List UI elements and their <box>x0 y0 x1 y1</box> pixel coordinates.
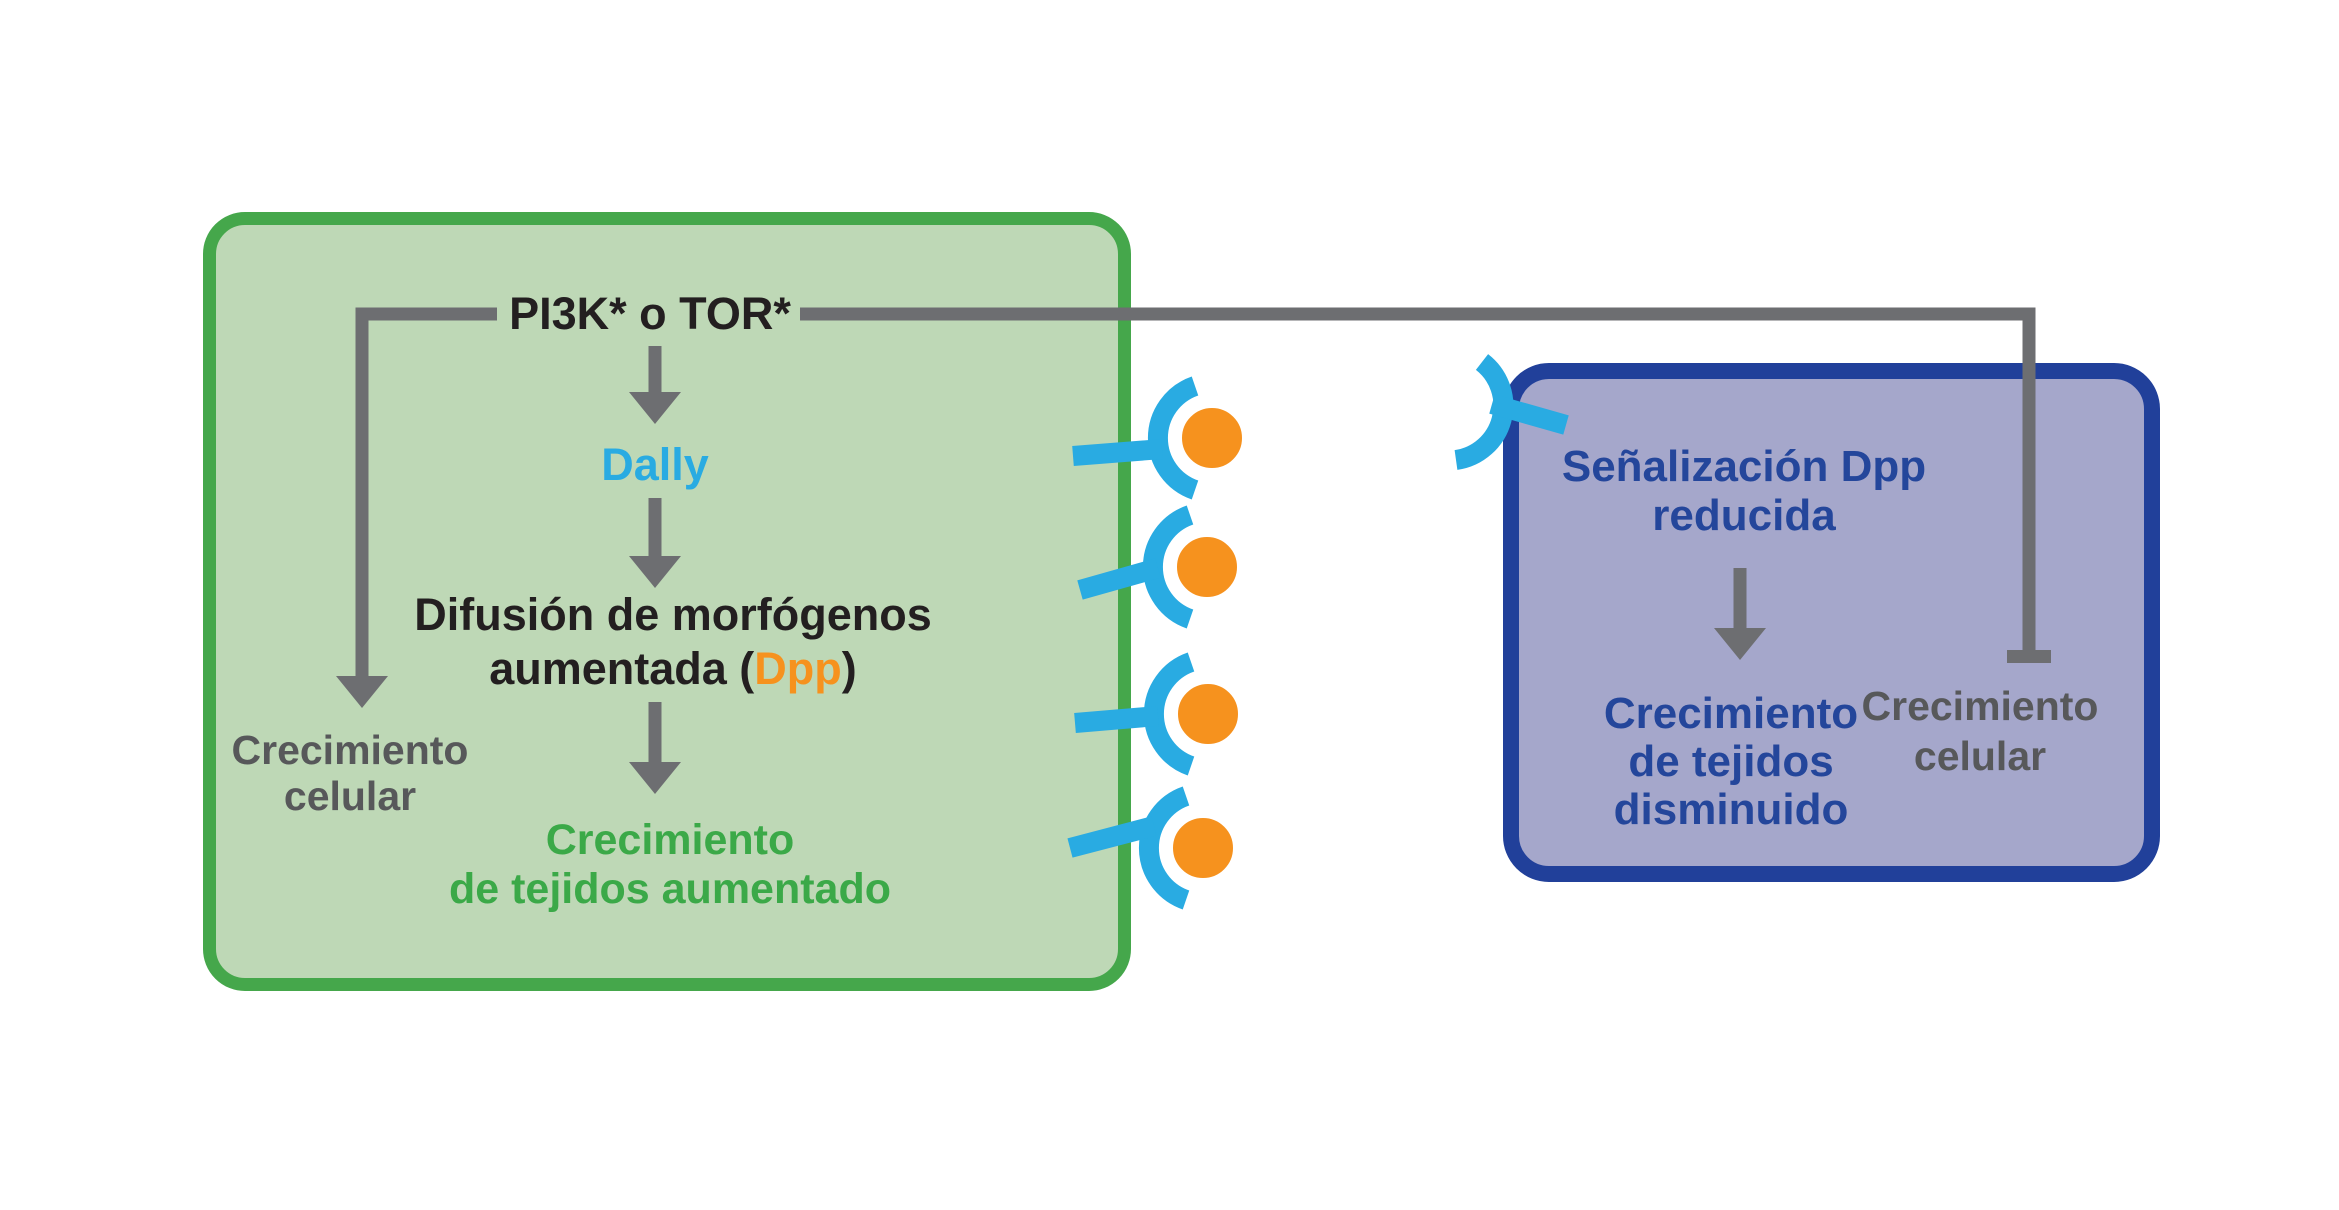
dpp-signaling-line2: reducida <box>1652 491 1836 540</box>
down-arrowhead-icon <box>629 762 681 794</box>
cell-growth-blue-line1: Crecimiento <box>1861 683 2099 729</box>
tissue-growth-increased-line2: de tejidos aumentado <box>448 865 891 913</box>
dpp-morphogen-icon <box>1169 529 1245 605</box>
connector-line-inhibition <box>800 307 2036 650</box>
morphogen-diffusion-line1: Difusión de morfógenos <box>414 589 932 640</box>
connector-line-left-branch <box>355 307 497 676</box>
cell-growth-blue-line2: celular <box>1913 733 2047 779</box>
receptor-crescent <box>1147 376 1199 500</box>
morphogen-diffusion-line2: aumentada (Dpp) <box>363 642 983 696</box>
morphogen-diffusion-line2-prefix: aumentada ( <box>489 643 755 694</box>
tissue-growth-decreased-line2: de tejidos <box>1628 737 1834 786</box>
neighbor-cell-blue <box>1503 363 2160 882</box>
tissue-growth-decreased-line3: disminuido <box>1613 785 1849 834</box>
receptor-stem <box>1077 558 1161 600</box>
receptor-stem <box>1072 439 1163 466</box>
dpp-label: Dpp <box>754 643 842 694</box>
dally-receptor-icon <box>1072 376 1199 500</box>
cell-growth-label-green: Crecimiento celular <box>170 727 530 819</box>
receptor-crescent <box>1138 786 1190 910</box>
dally-receptor-icon <box>1077 505 1194 629</box>
dpp-morphogen-icon <box>1170 676 1246 752</box>
tissue-growth-increased-line1: Crecimiento <box>545 816 795 864</box>
dally-label: Dally <box>601 439 709 490</box>
empty-receptor-icon <box>1454 354 1569 470</box>
receptor-crescent <box>1454 354 1514 470</box>
tissue-growth-decreased-label: Crecimiento de tejidos disminuido <box>1531 690 1931 834</box>
cell-growth-green-line1: Crecimiento <box>231 727 469 773</box>
dpp-signaling-reduced-label: Señalización Dpp reducida <box>1524 442 1964 540</box>
dally-receptor-icon <box>1067 786 1190 910</box>
receptor-stem <box>1067 816 1157 858</box>
tissue-growth-increased-label: Crecimiento de tejidos aumentado <box>370 816 970 914</box>
dpp-morphogen-icon <box>1165 810 1241 886</box>
receptor-stem <box>1074 706 1159 733</box>
morphogen-diffusion-label: Difusión de morfógenos aumentada (Dpp) <box>363 588 983 696</box>
receptor-stem <box>1489 394 1569 435</box>
down-arrowhead-icon <box>336 676 388 708</box>
pi3k-tor-label: PI3K* o TOR* <box>509 288 791 339</box>
down-arrowhead-icon <box>1714 628 1766 660</box>
tissue-growth-decreased-line1: Crecimiento <box>1603 689 1859 738</box>
dpp-signaling-line1: Señalización Dpp <box>1561 442 1927 491</box>
down-arrowhead-icon <box>629 556 681 588</box>
dpp-morphogen-icon <box>1174 400 1250 476</box>
inhibition-tbar-icon <box>2007 650 2051 663</box>
dally-receptor-icon <box>1074 652 1195 776</box>
morphogen-diffusion-line2-suffix: ) <box>841 643 857 694</box>
cell-growth-green-line2: celular <box>283 773 417 819</box>
cell-growth-label-blue: Crecimiento celular <box>1800 681 2160 781</box>
down-arrowhead-icon <box>629 392 681 424</box>
